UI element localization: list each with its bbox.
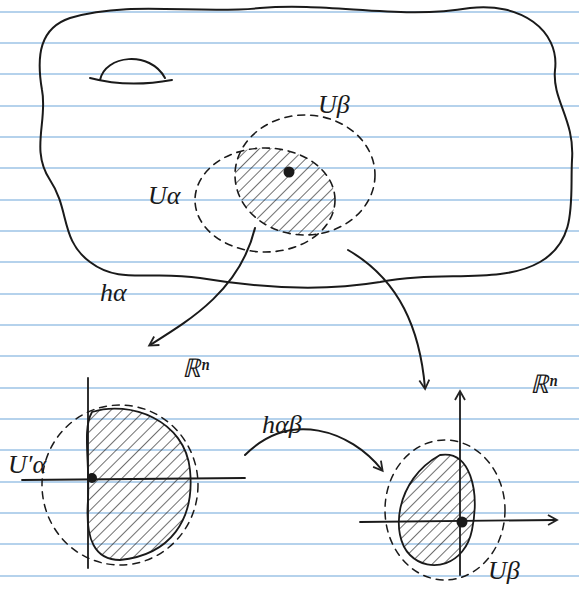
point — [285, 168, 294, 177]
notebook-rules — [0, 12, 579, 576]
manifold-outline — [40, 7, 573, 288]
map-label: hα — [100, 280, 127, 306]
point — [458, 518, 467, 527]
arrow-h-beta — [348, 250, 425, 388]
handle-line — [90, 78, 172, 84]
arrow-h-alpha — [150, 228, 255, 345]
region-alpha-hatch — [87, 409, 191, 560]
space-label: ℝⁿ — [530, 372, 557, 398]
region-alpha-outline — [42, 405, 198, 565]
handle-arc — [100, 59, 165, 80]
map-label: hαβ — [262, 412, 302, 438]
image-label: Uβ — [488, 558, 520, 584]
region-beta-outline — [385, 440, 505, 580]
chart-domain-beta — [235, 115, 375, 235]
chart-label: Uβ — [318, 92, 350, 118]
space-label: ℝⁿ — [182, 356, 209, 382]
overlap-hatch — [235, 115, 375, 235]
region-beta-hatch — [399, 455, 475, 566]
image-label: U′α — [8, 452, 46, 478]
chart-label: Uα — [148, 183, 180, 209]
point — [88, 474, 96, 482]
